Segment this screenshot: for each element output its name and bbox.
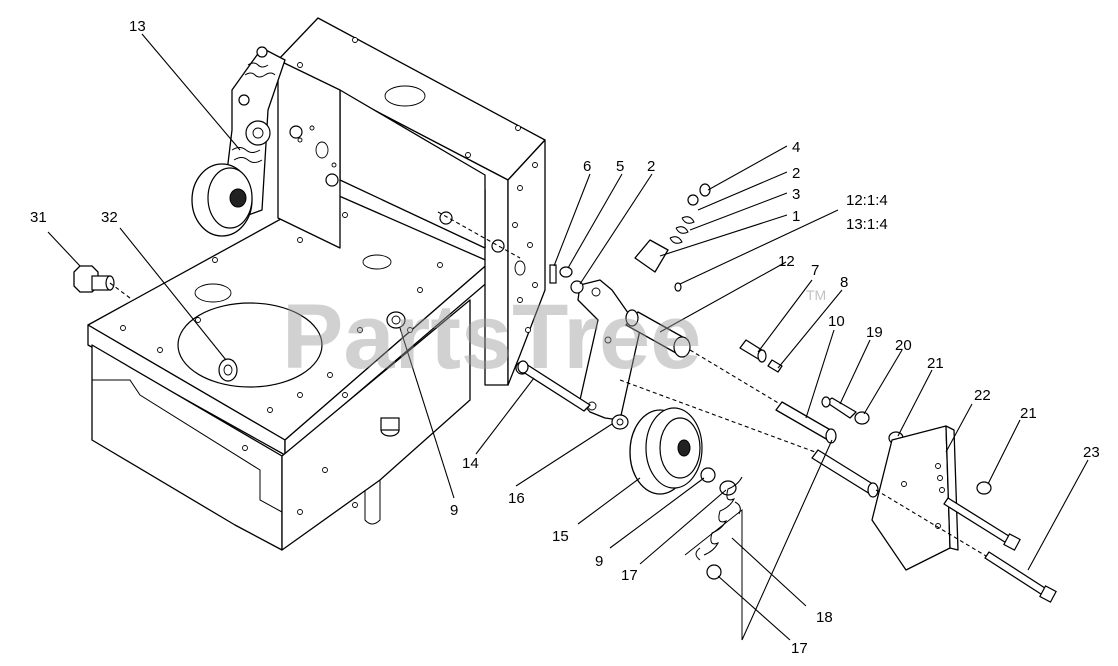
idler-arm-assembly <box>191 46 286 237</box>
bolt-23-upper <box>943 497 1021 551</box>
callout-19: 19 <box>866 324 883 341</box>
callout-23: 23 <box>1083 444 1100 461</box>
callout-17-upper: 17 <box>621 567 638 584</box>
callout-21-lower: 21 <box>1020 405 1037 422</box>
callout-1: 1 <box>792 208 800 225</box>
callout-4: 4 <box>792 139 800 156</box>
callout-labels: 13 31 32 9 6 5 2 4 2 3 1 12:1:4 13:1:4 1… <box>30 18 1100 657</box>
watermark-tm: TM <box>806 287 826 303</box>
control-rod-assembly <box>634 183 711 292</box>
callout-12-1-4: 12:1:4 <box>846 192 888 209</box>
callout-2-upper: 2 <box>647 158 655 175</box>
tube-10-lower <box>811 449 879 498</box>
pin-8 <box>767 359 783 373</box>
bolt-23-lower <box>984 551 1057 603</box>
callout-8: 8 <box>840 274 848 291</box>
spacer-12 <box>625 309 691 358</box>
callout-5: 5 <box>616 158 624 175</box>
chassis-frame <box>87 17 546 551</box>
callout-20: 20 <box>895 337 912 354</box>
mounting-plate-22 <box>871 425 959 571</box>
callout-3: 3 <box>792 186 800 203</box>
callout-9-left: 9 <box>450 502 458 519</box>
callout-2-rod: 2 <box>792 165 800 182</box>
callout-21-upper: 21 <box>927 355 944 372</box>
callout-10: 10 <box>828 313 845 330</box>
callout-22: 22 <box>974 387 991 404</box>
washer-16 <box>611 414 629 430</box>
watermark: PartsTree TM <box>282 286 826 388</box>
callout-18: 18 <box>816 609 833 626</box>
centerlines <box>109 211 987 557</box>
callout-12: 12 <box>778 253 795 270</box>
nuts-9-17 <box>700 467 737 580</box>
callout-9-lower: 9 <box>595 553 603 570</box>
callout-6: 6 <box>583 158 591 175</box>
nut-21-lower <box>976 481 992 495</box>
spacer-7 <box>739 339 767 363</box>
bolt-31 <box>73 265 115 293</box>
washer-20 <box>854 411 870 425</box>
leader-lines <box>47 33 1089 641</box>
callout-7: 7 <box>811 262 819 279</box>
callout-14: 14 <box>462 455 479 472</box>
callout-16: 16 <box>508 490 525 507</box>
callout-32: 32 <box>101 209 118 226</box>
nut-32 <box>218 358 238 382</box>
pivot-arm-plate <box>577 279 641 421</box>
callout-13-1-4: 13:1:4 <box>846 216 888 233</box>
shaft-14 <box>517 360 591 412</box>
nut-9-left <box>386 311 406 329</box>
tube-10-upper <box>775 401 837 444</box>
pulley-15 <box>629 407 703 495</box>
callout-31: 31 <box>30 209 47 226</box>
callout-17-lower: 17 <box>791 640 808 657</box>
watermark-text: PartsTree <box>282 286 701 388</box>
callout-15: 15 <box>552 528 569 545</box>
bolt-19 <box>821 396 857 419</box>
callout-13: 13 <box>129 18 146 35</box>
